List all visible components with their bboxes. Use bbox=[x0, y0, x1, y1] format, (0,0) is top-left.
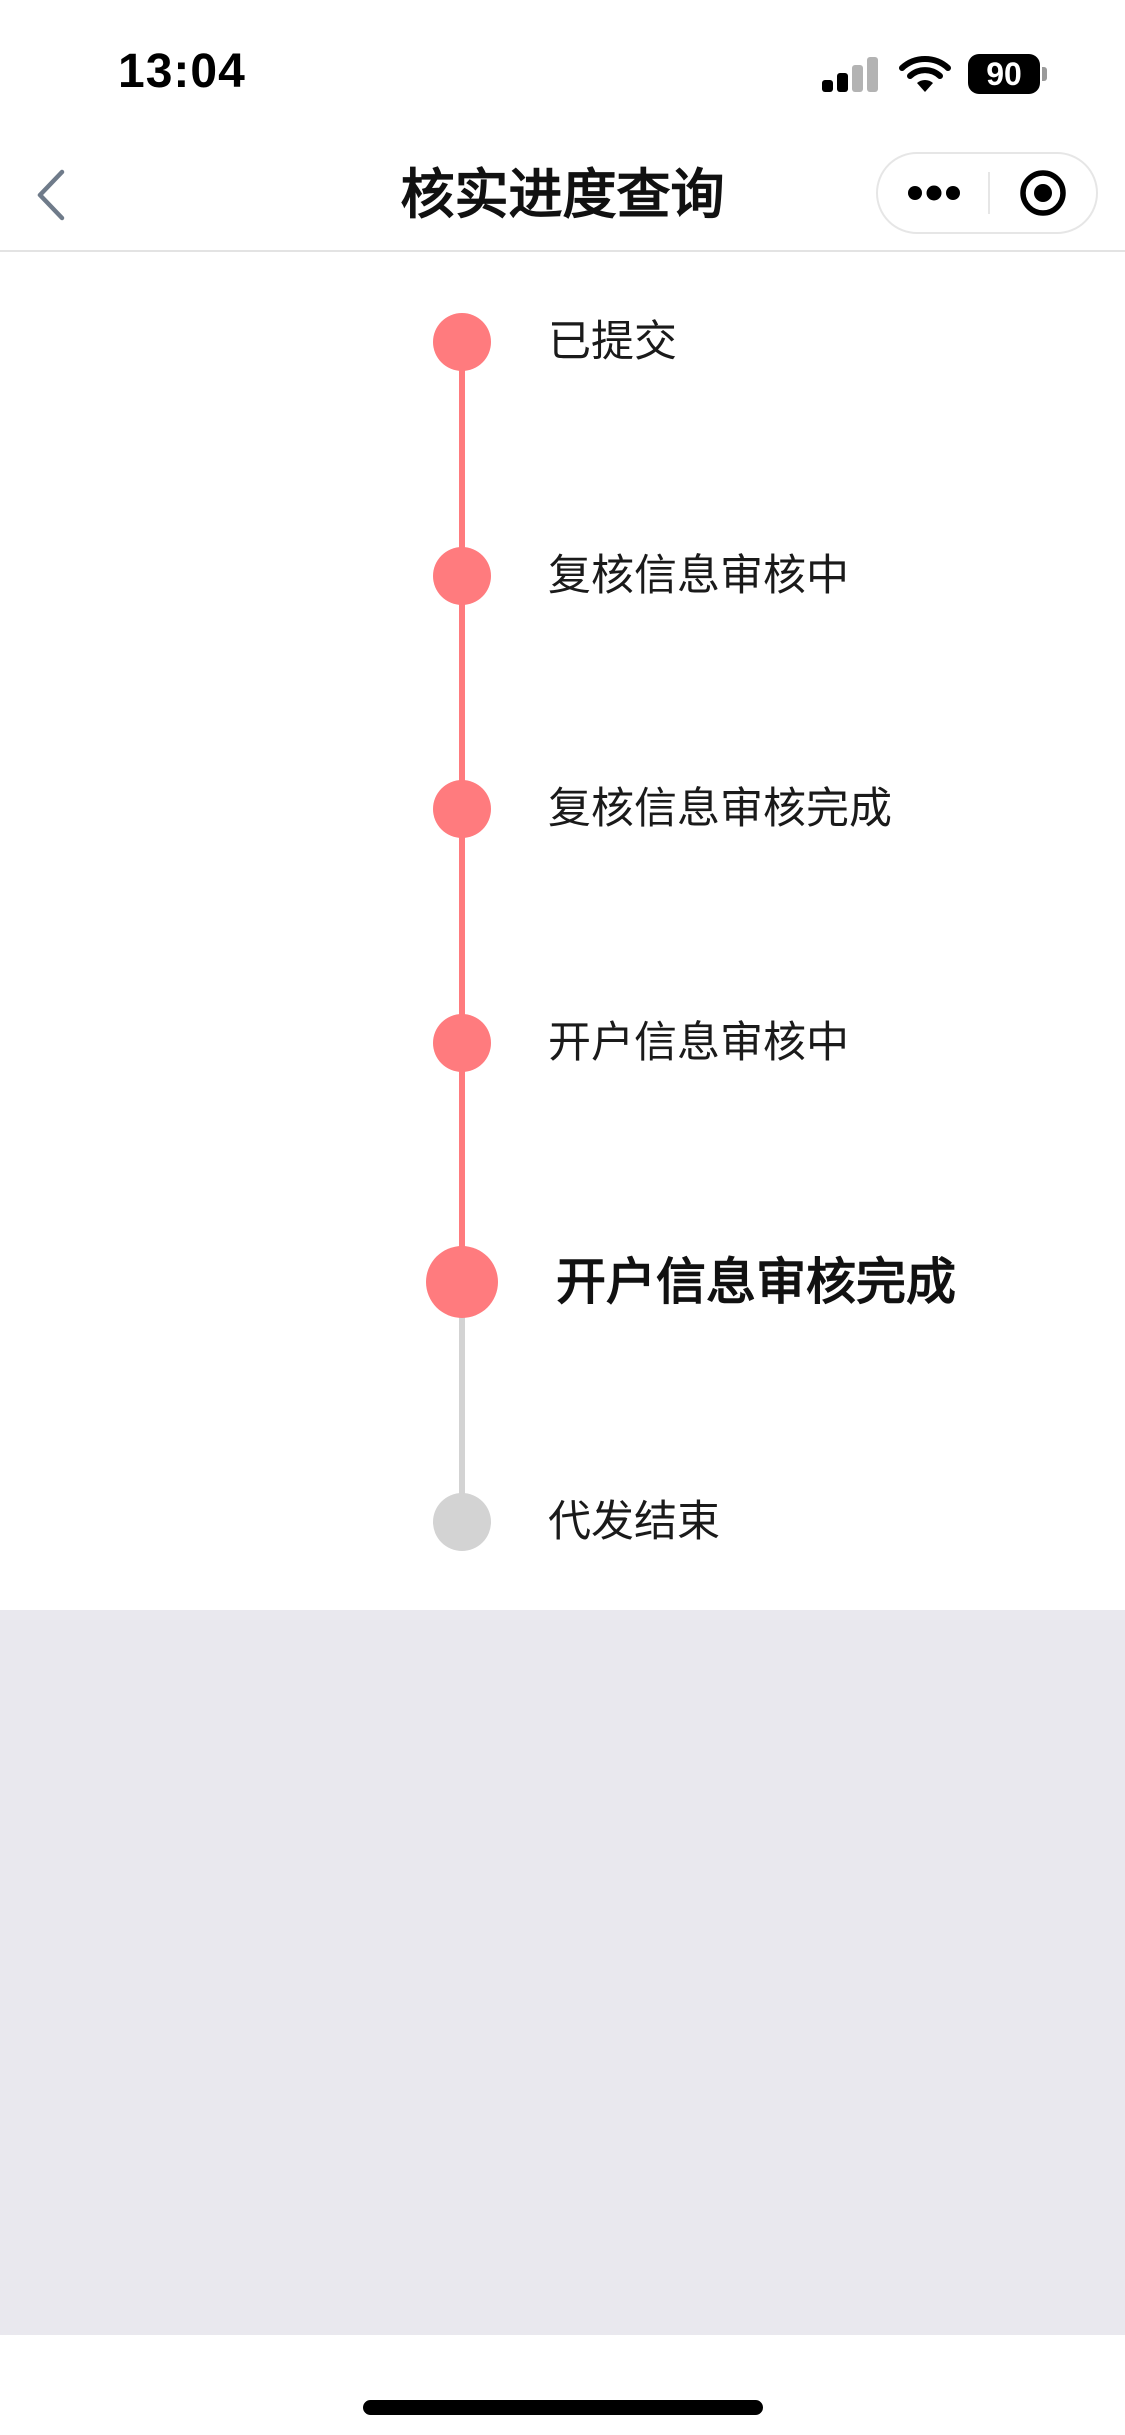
timeline-step-dot bbox=[433, 780, 491, 838]
timeline-step-dot bbox=[426, 1246, 498, 1318]
target-close-icon bbox=[1020, 170, 1066, 216]
nav-bar: 核实进度查询 bbox=[0, 140, 1125, 252]
timeline-step-label: 已提交 bbox=[548, 317, 677, 367]
capsule-divider bbox=[988, 172, 990, 214]
wifi-icon bbox=[899, 56, 951, 92]
empty-gray-area bbox=[0, 1610, 1125, 2335]
home-bar-area bbox=[0, 2335, 1125, 2435]
chevron-left-icon bbox=[37, 169, 65, 221]
signal-icon bbox=[822, 56, 880, 92]
timeline-connector bbox=[459, 809, 465, 1043]
battery-icon: 90 bbox=[968, 54, 1048, 94]
timeline-step-label: 开户信息审核中 bbox=[548, 1018, 849, 1068]
status-time: 13:04 bbox=[118, 45, 246, 98]
timeline-step-dot bbox=[433, 1493, 491, 1551]
home-indicator[interactable] bbox=[363, 2400, 763, 2415]
timeline-connector bbox=[459, 1043, 465, 1282]
progress-timeline: 已提交复核信息审核中复核信息审核完成开户信息审核中开户信息审核完成代发结束 bbox=[0, 252, 1125, 1610]
timeline-step-dot bbox=[433, 313, 491, 371]
timeline-step-label: 复核信息审核完成 bbox=[548, 784, 892, 834]
battery-level: 90 bbox=[968, 54, 1040, 94]
timeline-step-label: 代发结束 bbox=[548, 1497, 720, 1547]
close-mini-program-button[interactable] bbox=[990, 154, 1096, 232]
timeline-connector bbox=[459, 342, 465, 576]
timeline-step-dot bbox=[433, 1014, 491, 1072]
page-title: 核实进度查询 bbox=[400, 163, 725, 226]
timeline-connector bbox=[459, 1282, 465, 1522]
timeline-connector bbox=[459, 576, 465, 809]
more-button[interactable] bbox=[878, 154, 988, 232]
mini-program-capsule bbox=[876, 152, 1098, 234]
timeline-step-dot bbox=[433, 547, 491, 605]
back-button[interactable] bbox=[22, 162, 88, 228]
timeline-step-label: 复核信息审核中 bbox=[548, 551, 849, 601]
more-dots-icon bbox=[908, 185, 960, 201]
battery-tip bbox=[1042, 67, 1047, 81]
status-bar: 13:04 90 bbox=[0, 0, 1125, 140]
timeline-step-label: 开户信息审核完成 bbox=[556, 1253, 956, 1311]
